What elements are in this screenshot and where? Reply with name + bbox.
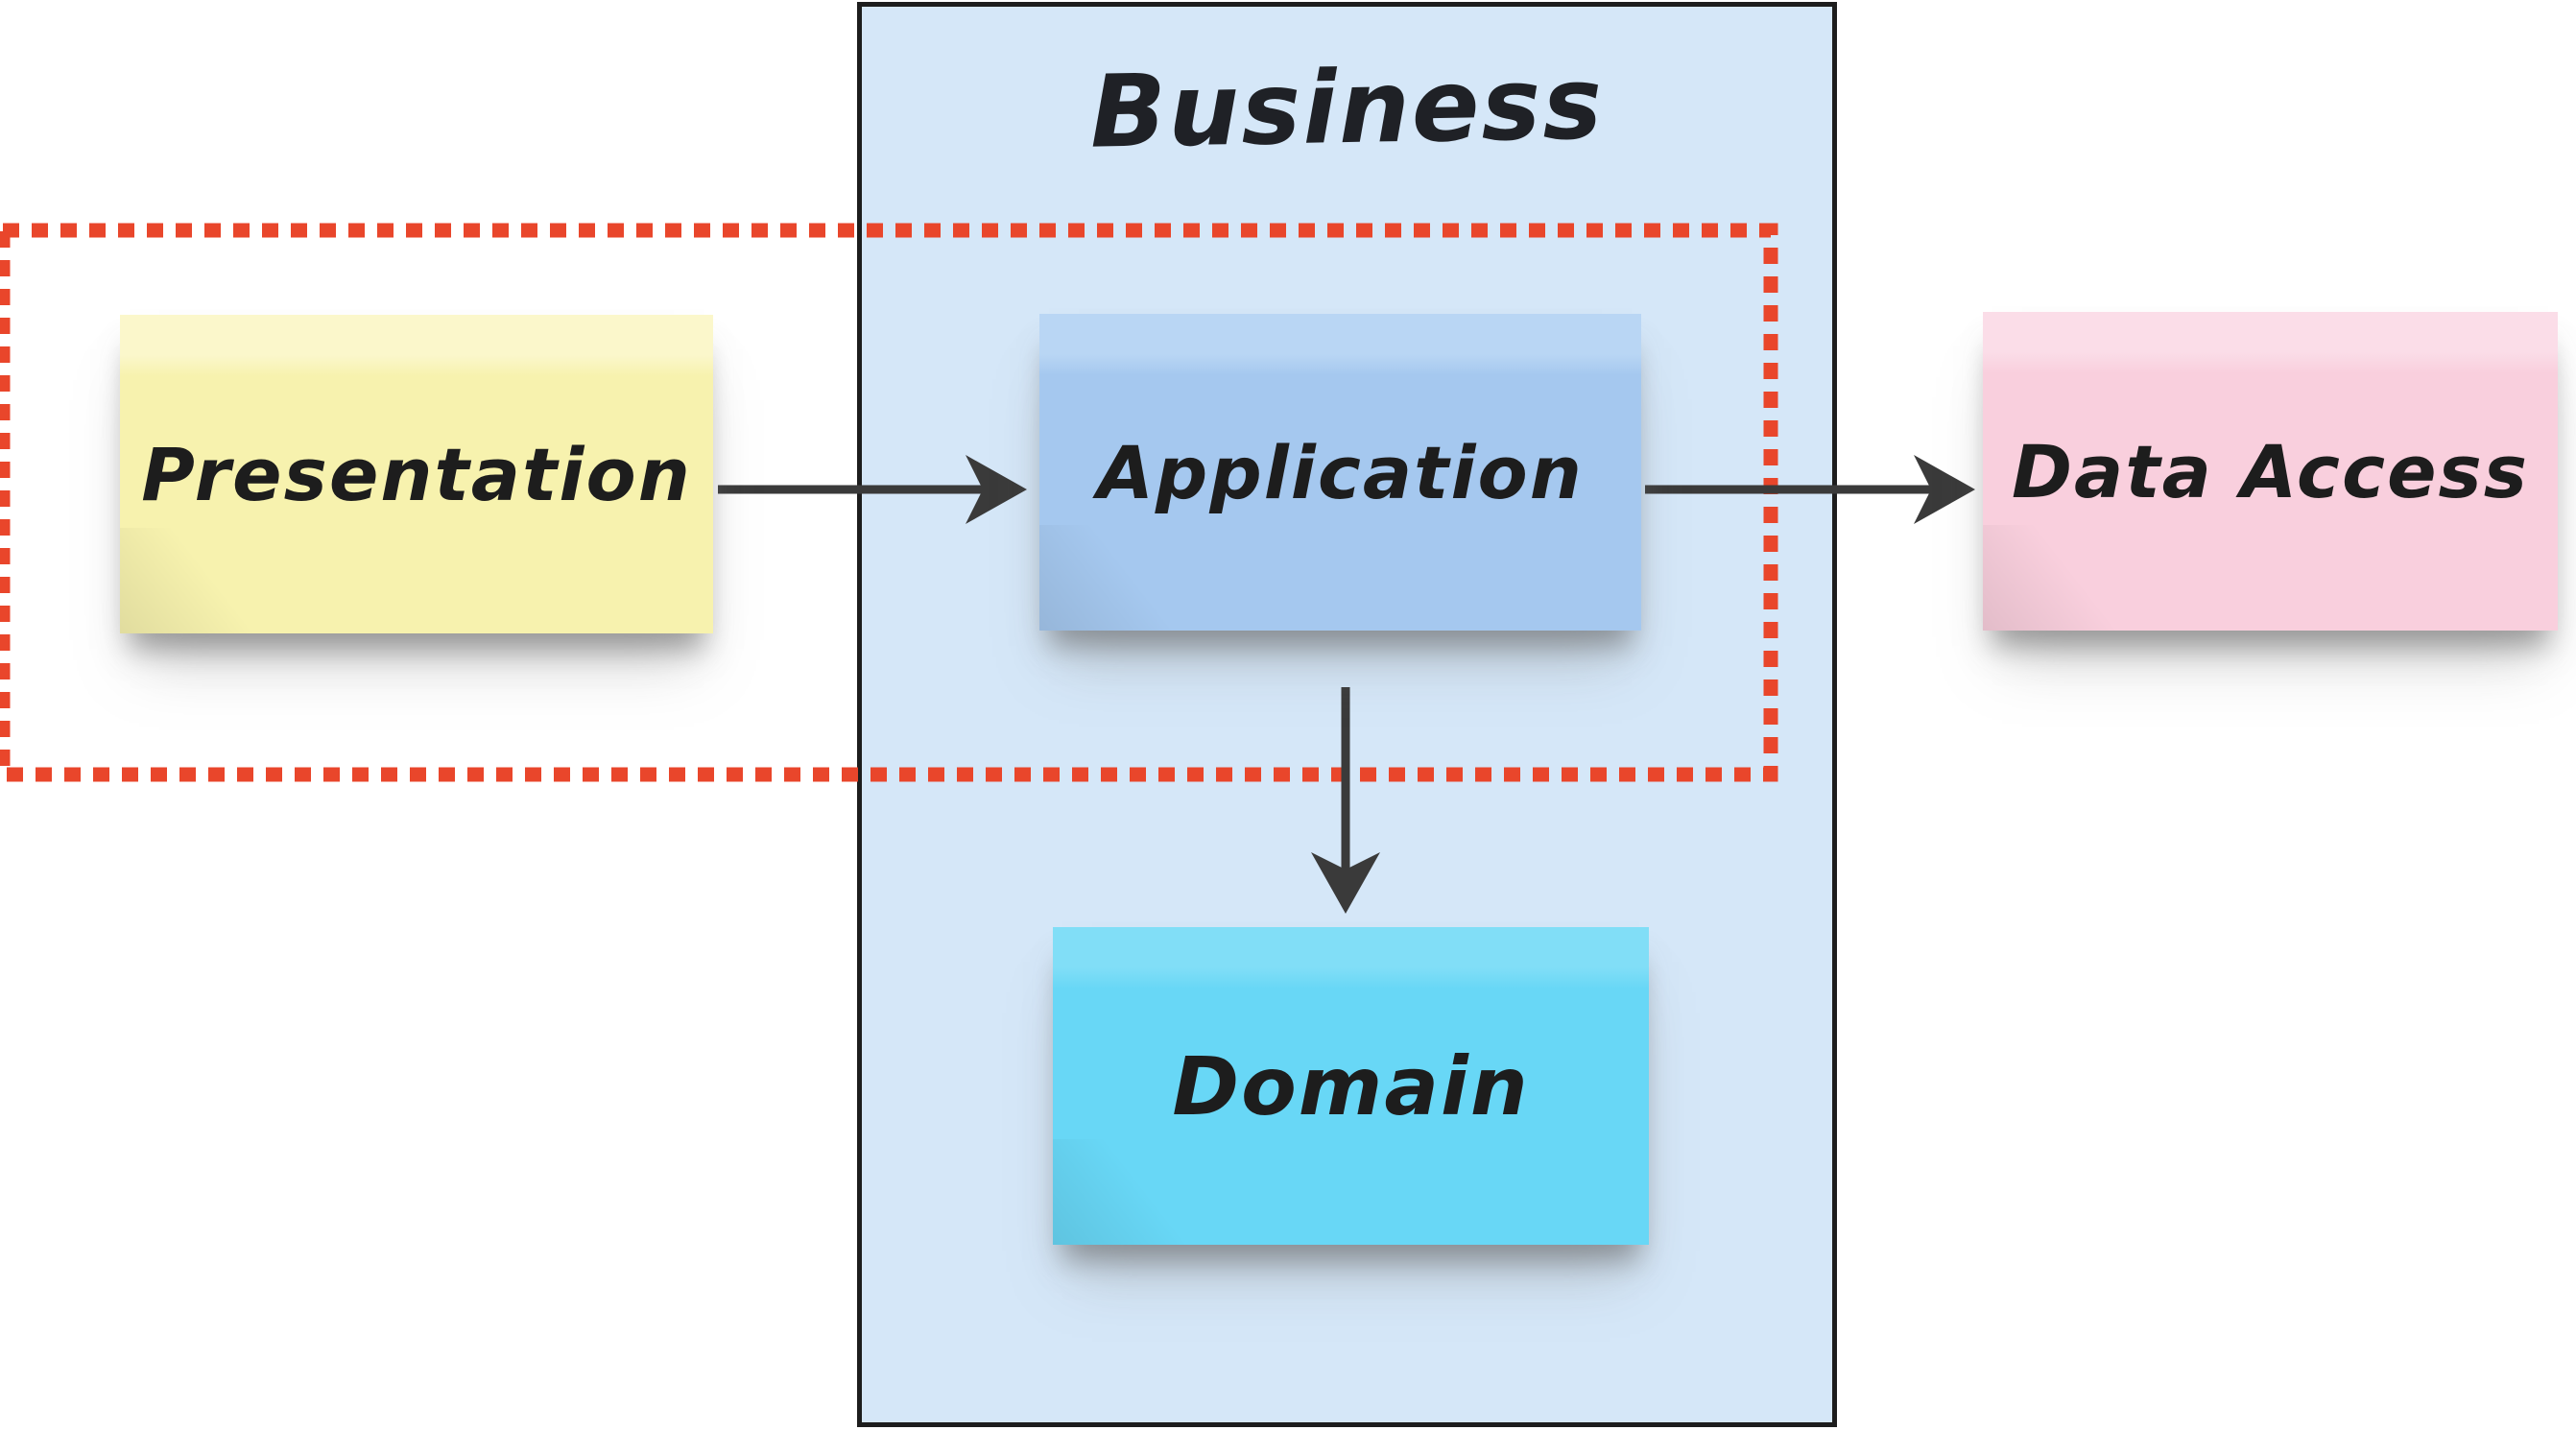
sticky-note-label: Data Access — [2011, 428, 2530, 514]
business-group-label: Business — [1088, 44, 1606, 171]
sticky-note-application: Application — [1039, 314, 1641, 631]
sticky-note-label: Application — [1097, 429, 1584, 515]
sticky-note-domain: Domain — [1053, 927, 1649, 1245]
sticky-note-presentation: Presentation — [120, 315, 713, 633]
sticky-note-label: Domain — [1172, 1038, 1530, 1133]
sticky-note-label: Presentation — [141, 431, 692, 517]
sticky-note-data-access: Data Access — [1983, 312, 2558, 631]
arrow-head — [1914, 455, 1975, 524]
